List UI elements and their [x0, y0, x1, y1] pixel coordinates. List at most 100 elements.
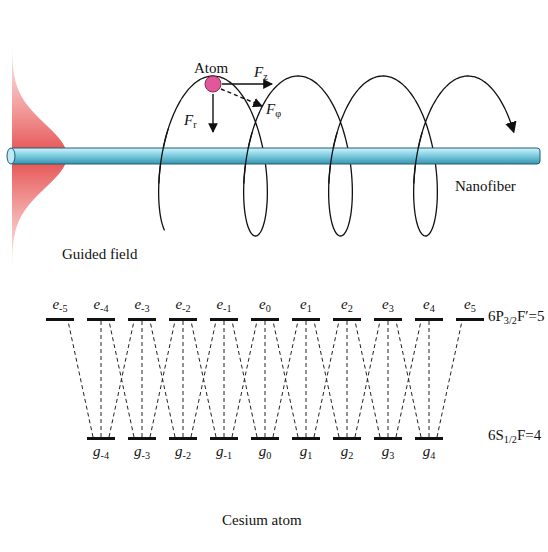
- text-part: F=4: [517, 427, 541, 443]
- text-part: Atom: [194, 60, 228, 76]
- transition-line: [191, 321, 216, 437]
- transition-line: [109, 321, 134, 437]
- text-part: F: [254, 64, 263, 80]
- text-part: g: [93, 443, 101, 459]
- energy-level: e0: [247, 296, 283, 321]
- energy-level: e1: [288, 296, 324, 321]
- fiber-label: Nanofiber: [455, 178, 516, 195]
- text-part: e: [216, 296, 223, 312]
- nanofiber-body: [10, 148, 540, 164]
- force-label: Fr: [184, 112, 197, 131]
- transition-line: [396, 321, 421, 437]
- text-part: e: [93, 296, 100, 312]
- transition-line: [150, 321, 175, 437]
- subscript: 4: [430, 303, 435, 314]
- text-part: g: [259, 443, 267, 459]
- sublevel-label: e-5: [52, 296, 67, 315]
- transition-line: [355, 321, 380, 437]
- level-bar: [210, 437, 238, 440]
- energy-level: e2: [329, 296, 365, 321]
- level-bar: [169, 318, 197, 321]
- text-part: Cesium atom: [222, 512, 302, 528]
- field-label: Guided field: [62, 246, 137, 263]
- subscript: 1/2: [504, 434, 517, 445]
- transition-line: [150, 321, 175, 437]
- transition-line: [437, 321, 462, 437]
- force-arrow-z: [222, 83, 272, 84]
- energy-level: e-2: [165, 296, 201, 321]
- transition-line: [191, 321, 216, 437]
- subscript: z: [263, 71, 268, 82]
- level-bar: [251, 437, 279, 440]
- text-part: g: [216, 443, 224, 459]
- level-bar: [87, 437, 115, 440]
- nanofiber-end: [7, 148, 15, 164]
- subscript: -1: [223, 303, 232, 314]
- subscript: 3/2: [504, 315, 517, 326]
- helix-front-segment: [244, 132, 252, 183]
- text-part: F: [266, 101, 275, 117]
- sublevel-label: e-1: [216, 296, 231, 315]
- force-label: Fφ: [266, 101, 281, 120]
- subscript: φ: [275, 108, 281, 119]
- text-part: g: [382, 443, 390, 459]
- text-part: e: [341, 296, 348, 312]
- text-part: 6P: [488, 308, 504, 324]
- transition-line: [273, 321, 298, 437]
- atom-dot: [205, 76, 221, 92]
- sublevel-label: g1: [300, 443, 313, 462]
- sublevel-label: g-3: [134, 443, 150, 462]
- level-bar: [128, 437, 156, 440]
- subscript: r: [193, 119, 196, 130]
- level-bar: [456, 318, 484, 321]
- energy-level: g1: [288, 437, 324, 462]
- energy-level: e-3: [124, 296, 160, 321]
- transition-line: [224, 321, 225, 437]
- text-part: 6S: [488, 427, 504, 443]
- text-part: g: [134, 443, 142, 459]
- sublevel-label: e-3: [134, 296, 149, 315]
- text-part: g: [300, 443, 308, 459]
- text-part: Guided field: [62, 246, 137, 262]
- text-part: F′=5: [517, 308, 545, 324]
- helix-front-segment: [329, 132, 337, 183]
- helix-front-segments: [159, 129, 422, 184]
- energy-level: e3: [370, 296, 406, 321]
- energy-level: e4: [411, 296, 447, 321]
- subscript: 2: [348, 303, 353, 314]
- energy-level: g-3: [124, 437, 160, 462]
- transition-line: [142, 321, 143, 437]
- subscript: 4: [430, 450, 435, 461]
- energy-level: g4: [411, 437, 447, 462]
- subscript: 2: [348, 450, 353, 461]
- subscript: -4: [101, 450, 110, 461]
- energy-level: e-4: [83, 296, 119, 321]
- sublevel-label: g4: [423, 443, 436, 462]
- transition-line: [429, 321, 430, 437]
- subscript: -5: [59, 303, 68, 314]
- level-label: 6S1/2F=4: [488, 427, 541, 446]
- subscript: -1: [224, 450, 233, 461]
- text-part: e: [134, 296, 141, 312]
- sublevel-label: e4: [423, 296, 435, 315]
- force-label: Fz: [254, 64, 268, 83]
- level-bar: [128, 318, 156, 321]
- level-bar: [292, 437, 320, 440]
- subscript: 3: [389, 450, 394, 461]
- sublevel-label: e5: [464, 296, 476, 315]
- subscript: 0: [266, 450, 271, 461]
- sublevel-label: e-4: [93, 296, 108, 315]
- subscript: -2: [182, 303, 191, 314]
- sublevel-label: g-4: [93, 443, 109, 462]
- subscript: -4: [100, 303, 109, 314]
- energy-level: g-2: [165, 437, 201, 462]
- level-bar: [333, 437, 361, 440]
- level-bar: [210, 318, 238, 321]
- sublevel-label: e0: [259, 296, 271, 315]
- transition-line: [347, 321, 348, 437]
- transition-line: [265, 321, 266, 437]
- subscript: 0: [266, 303, 271, 314]
- transition-line: [68, 321, 93, 437]
- transition-line: [273, 321, 298, 437]
